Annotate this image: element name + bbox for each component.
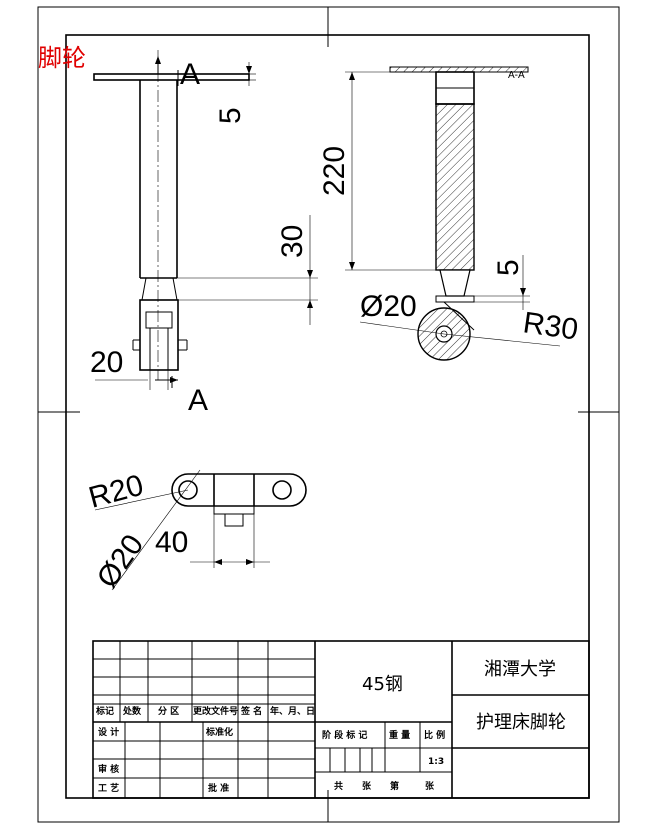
tb-count-label: 处数 bbox=[122, 705, 142, 717]
front-section-a-top: A bbox=[180, 58, 200, 91]
section-view bbox=[345, 66, 561, 361]
tb-sign-label: 签 名 bbox=[240, 705, 262, 717]
tb-design-label: 设 计 bbox=[98, 726, 119, 738]
top-dim-40: 40 bbox=[155, 526, 188, 559]
front-dim-30: 30 bbox=[276, 225, 309, 258]
front-section-a-bottom: A bbox=[188, 384, 208, 417]
top-view bbox=[94, 469, 307, 591]
tb-school: 湘潭大学 bbox=[484, 659, 556, 680]
sheet-border bbox=[37, 6, 620, 823]
tb-material: 45钢 bbox=[362, 674, 403, 695]
title-block bbox=[92, 640, 590, 799]
tb-standard-label: 标准化 bbox=[205, 726, 233, 738]
tb-weight-label: 重 量 bbox=[389, 729, 410, 741]
tb-change-doc-label: 更改文件号 bbox=[193, 705, 238, 717]
tb-date-label: 年、月、日 bbox=[270, 705, 315, 717]
front-dim-5: 5 bbox=[214, 107, 247, 124]
tb-sheet-unit-label: 张 bbox=[425, 780, 435, 792]
front-view bbox=[93, 50, 318, 390]
tb-part-name: 护理床脚轮 bbox=[476, 712, 566, 733]
tb-mark-label: 标记 bbox=[95, 705, 114, 717]
top-dim-r20: R20 bbox=[85, 469, 147, 515]
tb-zone-label: 分 区 bbox=[158, 705, 179, 717]
section-dim-dia20: Ø20 bbox=[360, 290, 417, 323]
tb-sheet-no-label: 第 bbox=[390, 780, 399, 792]
tb-review-label: 审 核 bbox=[98, 763, 119, 775]
tb-approve-label: 批 准 bbox=[208, 782, 229, 794]
tb-process-label: 工 艺 bbox=[98, 782, 119, 794]
tb-scale: 1:3 bbox=[428, 757, 444, 767]
top-dim-dia20: Ø20 bbox=[91, 529, 151, 594]
section-dim-5: 5 bbox=[492, 259, 525, 276]
tb-stage-mark-label: 阶 段 标 记 bbox=[322, 729, 367, 741]
drawing-title: 脚轮 bbox=[38, 44, 86, 72]
front-dim-20: 20 bbox=[90, 346, 123, 379]
tb-ratio-label: 比 例 bbox=[424, 729, 445, 741]
section-dim-220: 220 bbox=[318, 146, 351, 196]
section-label: A-A bbox=[508, 70, 525, 81]
tb-sheets-label: 张 bbox=[362, 780, 372, 792]
tb-total-label: 共 bbox=[334, 780, 343, 792]
section-dim-r30: R30 bbox=[521, 306, 580, 346]
